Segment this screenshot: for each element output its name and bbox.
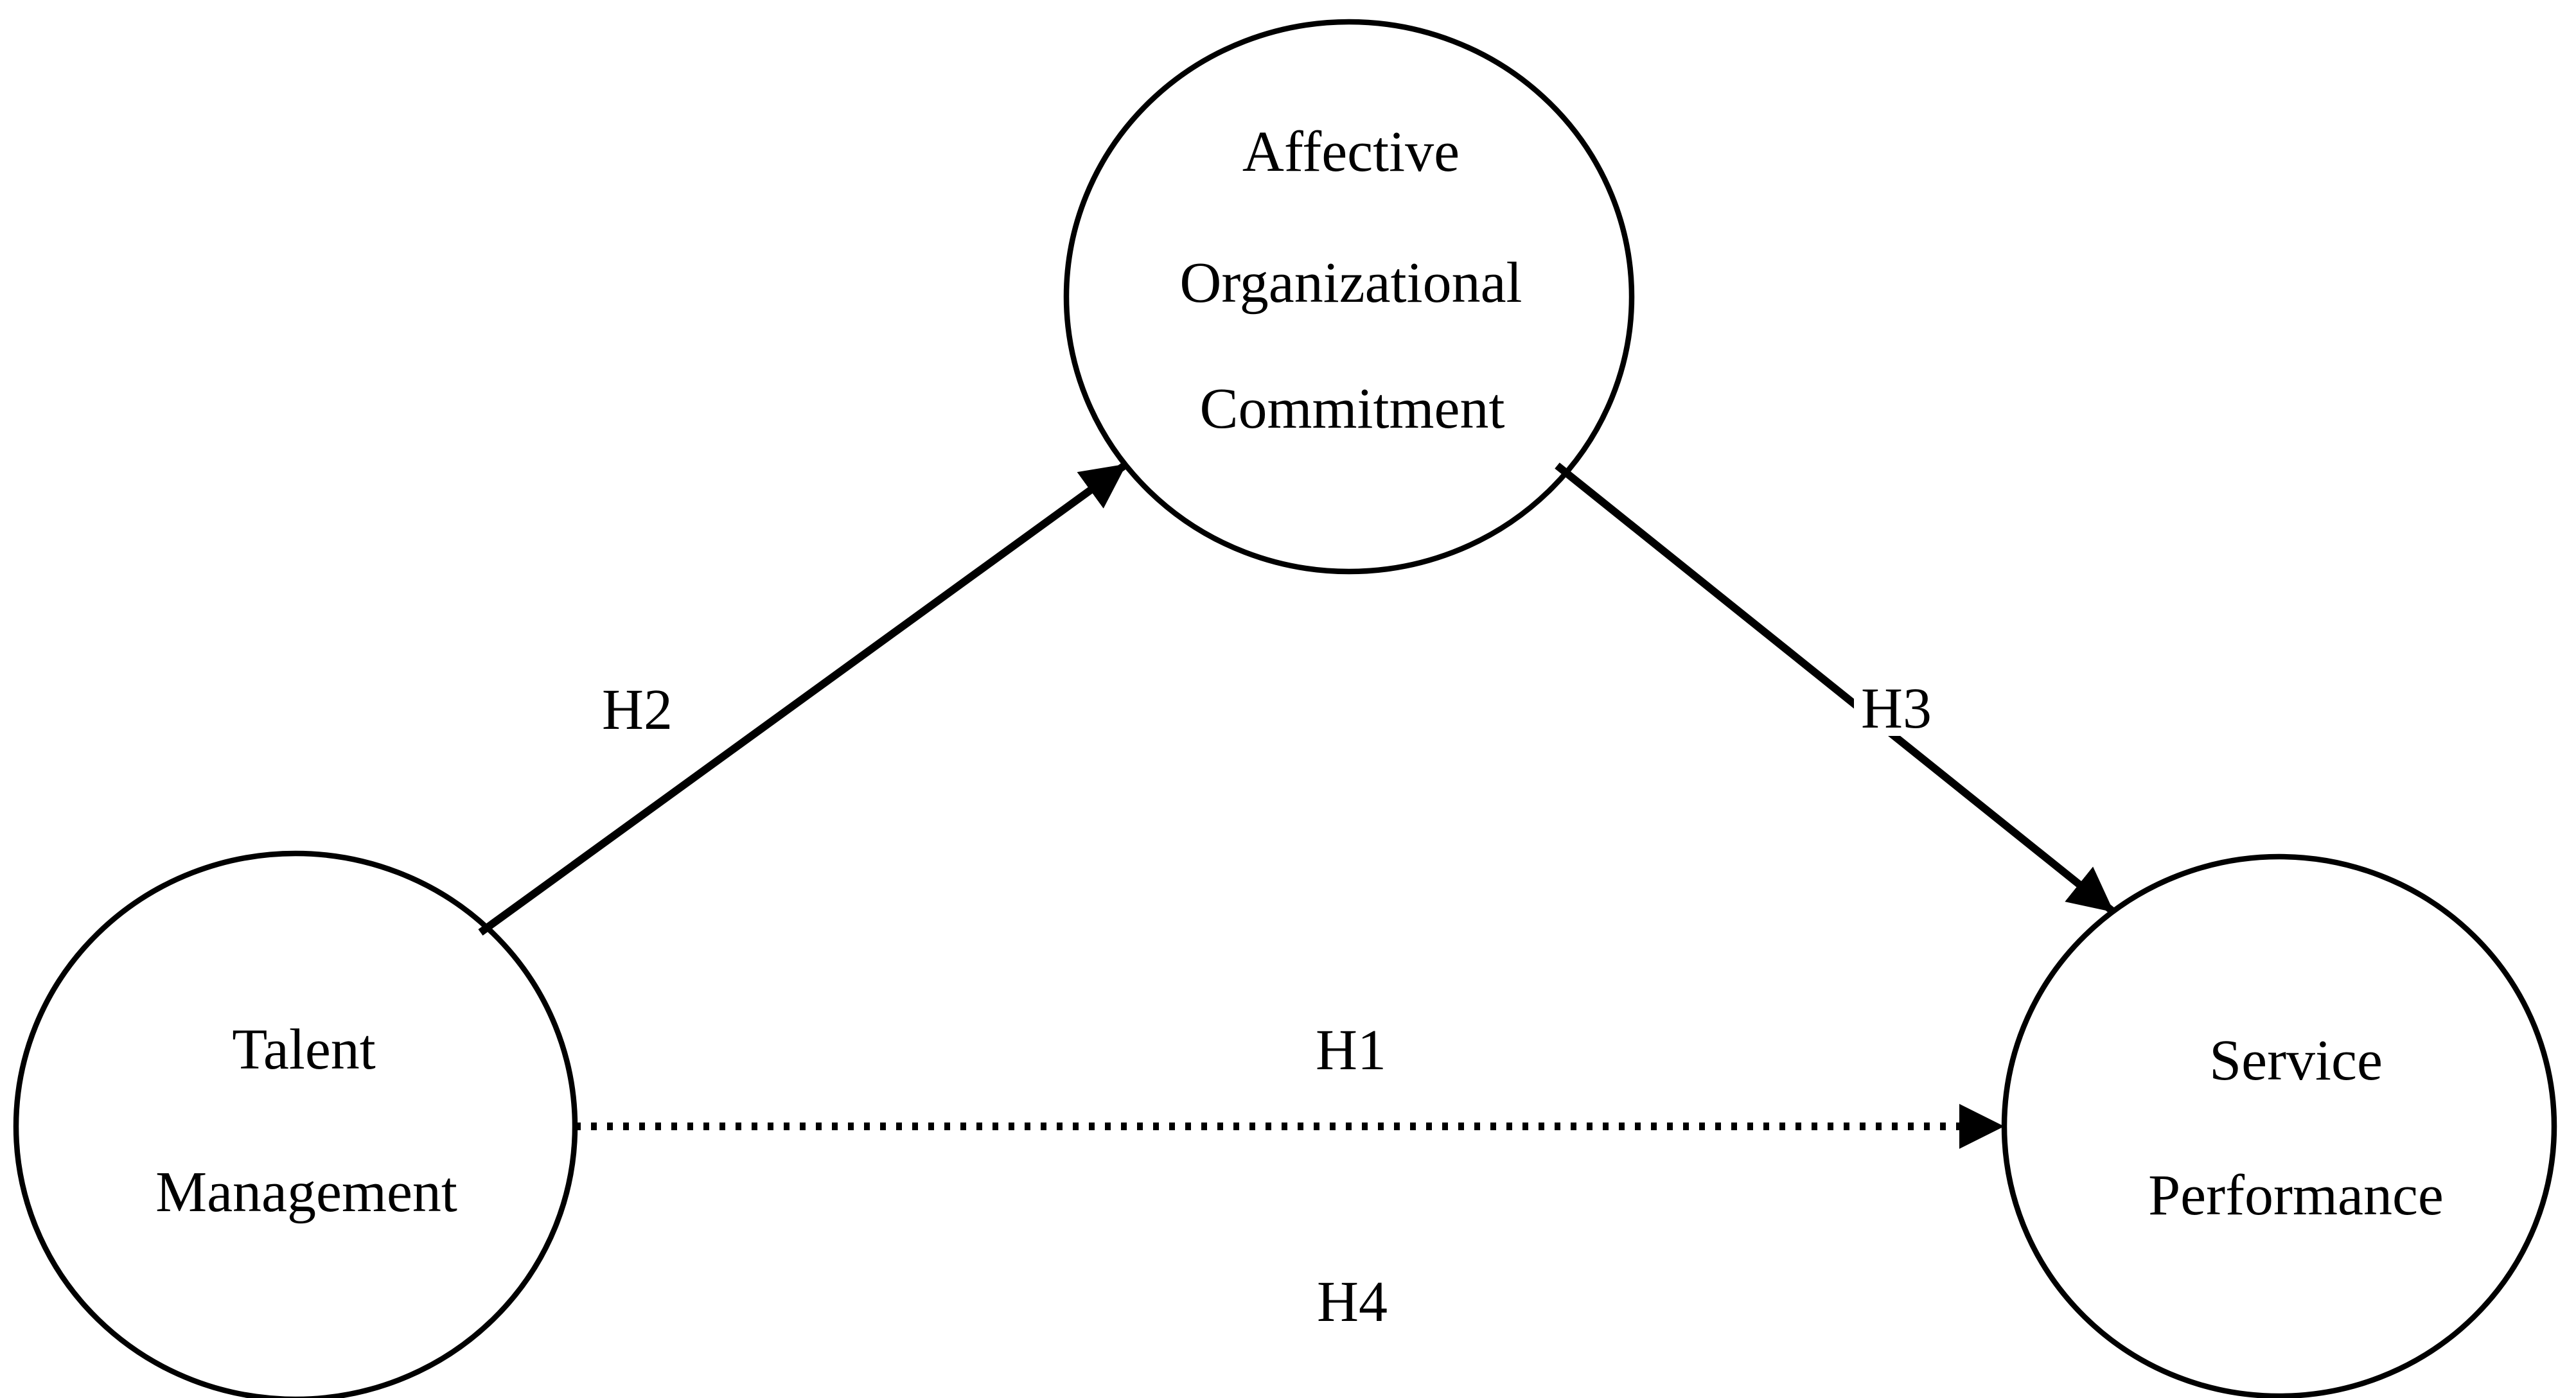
edge-h1-label: H1 [1316, 1018, 1386, 1082]
node-affective-organizational-commitment [1063, 19, 1635, 575]
edge-h2-label: H2 [602, 678, 673, 742]
edge-h3-arrow [1555, 462, 2116, 915]
node-aoc-label-line2: Organizational [1179, 251, 1522, 315]
node-sp-label-line1: Service [2209, 1029, 2383, 1092]
node-talent-management [13, 850, 578, 1398]
node-sp-label-line2: Performance [2148, 1164, 2444, 1227]
node-tm-label-line2: Management [155, 1160, 457, 1224]
edge-h4-label: H4 [1317, 1270, 1388, 1334]
node-tm-label-line1: Talent [232, 1018, 376, 1081]
edge-h3-label-background [1854, 678, 1943, 736]
edge-h2-arrow [478, 461, 1129, 936]
node-service-performance [2001, 853, 2557, 1398]
edge-h3-label: H3 [1861, 677, 1932, 740]
node-aoc-label-line3: Commitment [1199, 377, 1504, 441]
node-aoc-label-line1: Affective [1242, 120, 1460, 184]
